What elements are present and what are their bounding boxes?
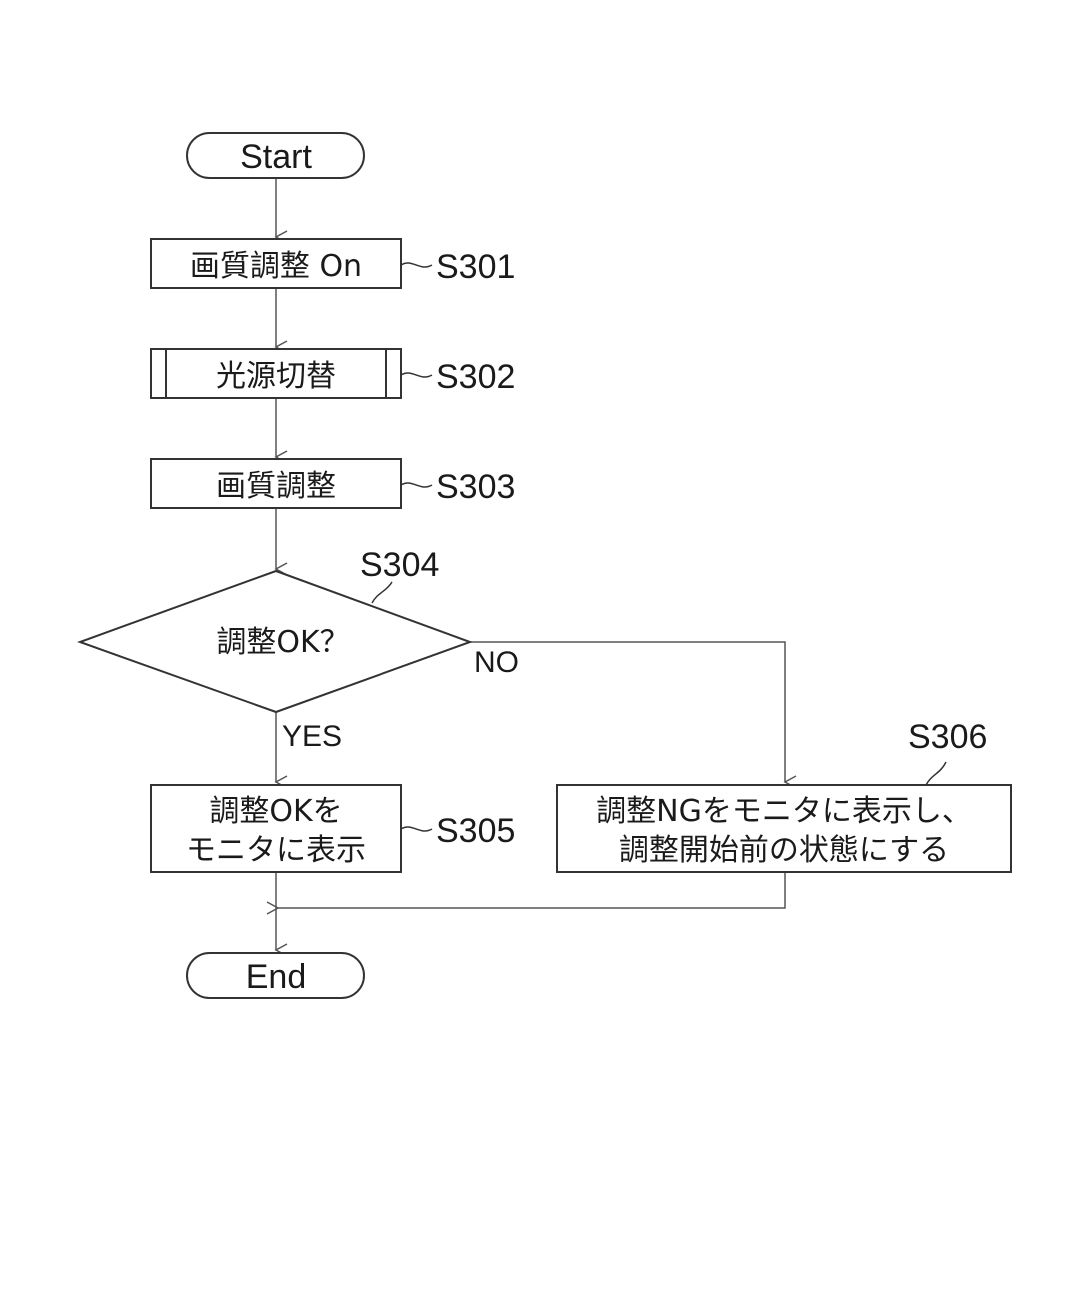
s301-text: 画質調整 On	[190, 249, 362, 284]
s304-step-label: S304	[360, 546, 439, 584]
no-branch-label: NO	[474, 646, 519, 679]
s301-leader	[401, 263, 432, 267]
s305-text-line1: 調整OKを	[209, 794, 342, 829]
s302-step-label: S302	[436, 358, 515, 396]
yes-branch-label: YES	[282, 720, 342, 753]
s302-text: 光源切替	[216, 359, 336, 394]
process-box-s306: 調整NGをモニタに表示し、 調整開始前の状態にする	[557, 785, 1011, 872]
end-terminal: End	[187, 953, 364, 998]
s305-text-line2: モニタに表示	[186, 833, 366, 868]
s304-text: 調整OK？	[216, 625, 349, 660]
start-terminal: Start	[187, 133, 364, 178]
s305-leader	[401, 827, 432, 831]
process-box-s301: 画質調整 On	[151, 239, 401, 288]
decision-diamond-s304: 調整OK？	[80, 571, 470, 712]
connector-s306-merge	[278, 872, 785, 908]
s305-step-label: S305	[436, 812, 515, 850]
s306-text-line1: 調整NGをモニタに表示し、	[596, 794, 972, 829]
s306-leader	[926, 762, 946, 785]
s303-step-label: S303	[436, 468, 515, 506]
predefined-process-box-s302: 光源切替	[151, 349, 401, 398]
end-label: End	[246, 958, 307, 996]
process-box-s303: 画質調整	[151, 459, 401, 508]
s306-text-line2: 調整開始前の状態にする	[619, 833, 949, 868]
s303-leader	[401, 483, 432, 487]
s303-text: 画質調整	[216, 469, 336, 504]
start-label: Start	[240, 138, 312, 176]
s302-leader	[401, 373, 432, 377]
process-box-s305: 調整OKを モニタに表示	[151, 785, 401, 872]
s306-step-label: S306	[908, 718, 987, 756]
s304-leader	[372, 582, 392, 603]
s301-step-label: S301	[436, 248, 515, 286]
